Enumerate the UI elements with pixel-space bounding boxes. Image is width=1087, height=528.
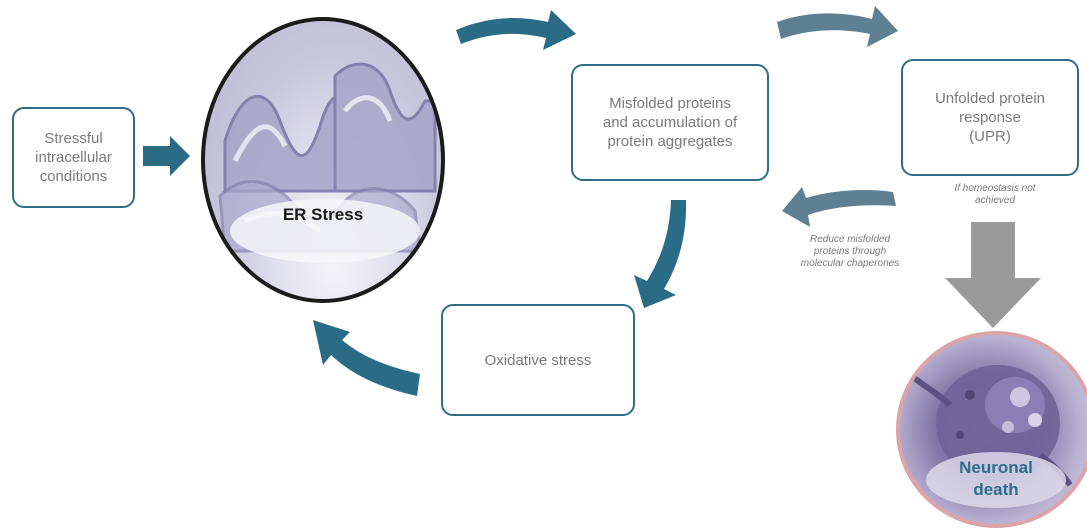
misfolded-proteins-box: Misfolded proteins and accumulation of p… <box>571 64 769 181</box>
arrow-stress-to-er-icon <box>143 136 190 176</box>
oxidative-stress-label: Oxidative stress <box>484 351 592 369</box>
arrow-misfolded-to-oxidative-icon <box>634 200 687 308</box>
arrow-upr-to-death-icon <box>945 222 1041 328</box>
upr-label: Unfolded protein response (UPR) <box>934 90 1046 145</box>
neuronal-death-circle: Neuronal death <box>896 331 1087 528</box>
er-stress-circle: ER Stress <box>201 17 445 303</box>
homeostasis-note: If homeostasis not achieved <box>954 183 1036 206</box>
arrow-upr-to-misfolded-icon <box>782 187 896 227</box>
er-stress-label: ER Stress <box>282 205 364 224</box>
arrow-oxidative-to-er-icon <box>313 320 420 396</box>
oxidative-stress-box: Oxidative stress <box>441 304 635 416</box>
neuron-cell-image <box>908 365 1073 508</box>
er-micrograph-image <box>218 62 437 263</box>
chaperones-note: Reduce misfolded proteins through molecu… <box>800 234 900 269</box>
arrow-er-to-misfolded-icon <box>456 10 576 50</box>
stressful-conditions-label: Stressful intracellular conditions <box>35 130 112 185</box>
upr-box: Unfolded protein response (UPR) <box>901 59 1079 176</box>
arrow-misfolded-to-upr-icon <box>777 6 898 47</box>
misfolded-proteins-label: Misfolded proteins and accumulation of p… <box>602 95 738 150</box>
neuronal-death-label: Neuronal death <box>959 458 1033 499</box>
stressful-conditions-box: Stressful intracellular conditions <box>12 107 135 208</box>
